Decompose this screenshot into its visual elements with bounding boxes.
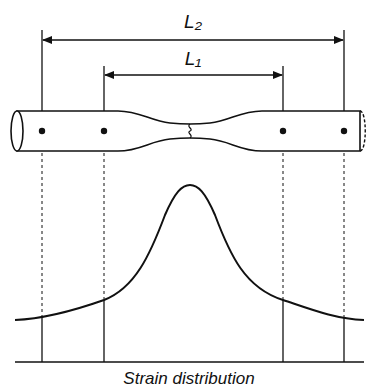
specimen-end xyxy=(11,111,23,151)
specimen-hidden-end xyxy=(360,111,365,151)
strain-ordinate xyxy=(282,300,283,362)
gauge-mark xyxy=(39,128,45,134)
strain-curve xyxy=(15,185,364,320)
strain-ordinate xyxy=(41,317,42,362)
projection-line xyxy=(104,153,105,300)
fracture-mark xyxy=(189,124,191,138)
baseline xyxy=(15,361,364,363)
dimension-line xyxy=(43,39,343,40)
gauge-mark xyxy=(101,128,107,134)
specimen-outline xyxy=(17,111,360,151)
dimension-label: L₂ xyxy=(181,12,205,33)
extension-line xyxy=(41,30,42,118)
strain-ordinate xyxy=(103,300,104,362)
projection-line xyxy=(283,153,284,300)
gauge-mark xyxy=(341,128,347,134)
gauge-mark xyxy=(280,128,286,134)
dimension-label: L₁ xyxy=(182,49,205,70)
projection-line xyxy=(344,153,345,317)
axis-caption: Strain distribution xyxy=(123,370,254,389)
projection-line xyxy=(42,153,43,317)
extension-line xyxy=(343,30,344,118)
dimension-line xyxy=(105,74,282,75)
strain-ordinate xyxy=(343,317,344,362)
